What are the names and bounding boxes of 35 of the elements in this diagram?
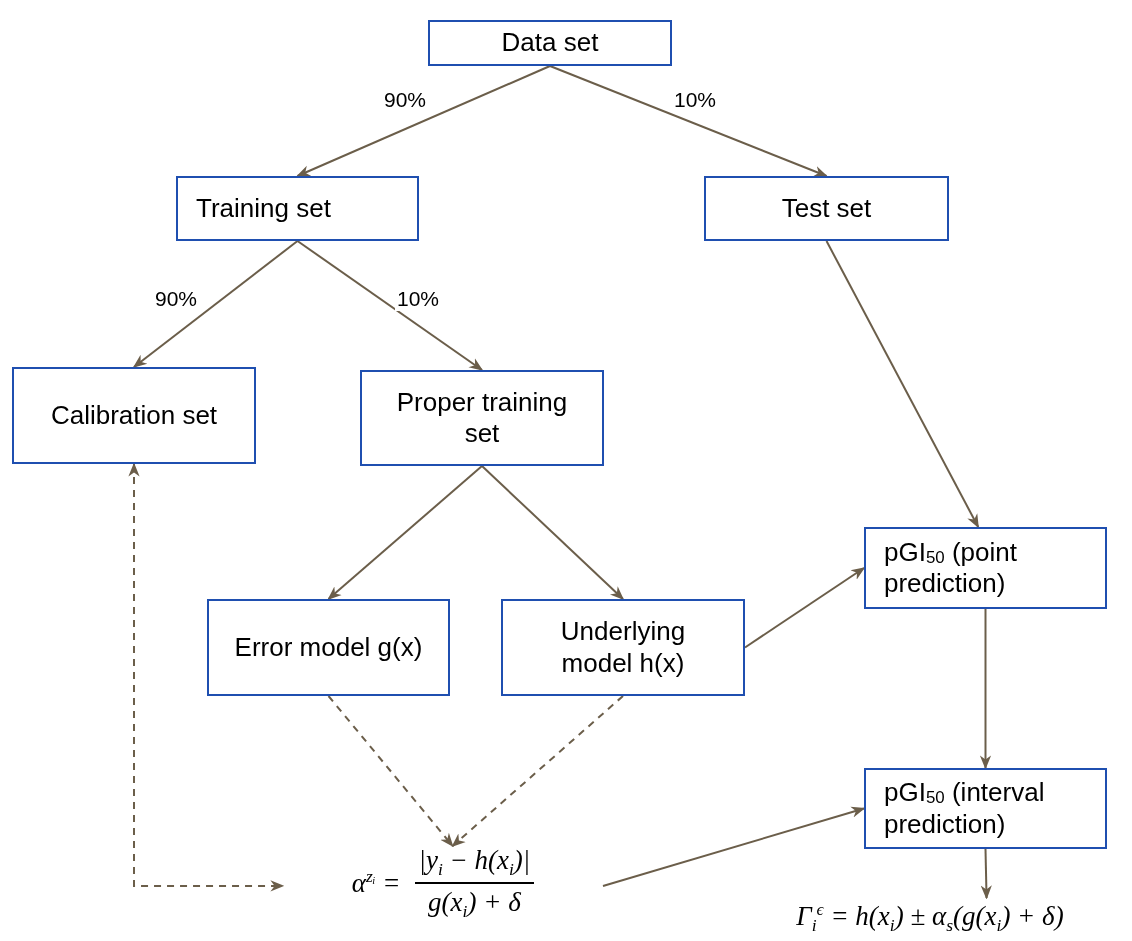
process-box bbox=[360, 370, 604, 466]
box-label: pGI$_{50}$ (point prediction) bbox=[884, 536, 1018, 600]
arrow bbox=[296, 65, 551, 177]
box-label: pGI$_{50}$ (interval prediction) bbox=[884, 777, 1046, 840]
fraction: |y$_{i}$ − h(x$_{i}$)| g(x$_{i}$) + δ bbox=[414, 843, 535, 923]
formula-text: Γ$_{i}$$^{ϵ}$ = h(x$_{i}$) ± α$_{s}$(g(x$_{i}$) + δ) bbox=[796, 899, 1064, 937]
arrow bbox=[132, 240, 299, 368]
box-label: Data set bbox=[501, 27, 599, 59]
arrow bbox=[744, 567, 866, 649]
dashed-arrow bbox=[128, 462, 285, 892]
dashed-arrow bbox=[327, 695, 454, 848]
arrow bbox=[980, 848, 992, 900]
box-label: Test set bbox=[781, 192, 872, 225]
arrow bbox=[481, 465, 624, 600]
process-box bbox=[12, 367, 256, 464]
process-box bbox=[864, 768, 1107, 849]
arrow bbox=[979, 608, 992, 770]
box-label: Calibration set bbox=[50, 399, 218, 432]
process-box bbox=[864, 527, 1107, 609]
process-box bbox=[207, 599, 450, 696]
dashed-arrow bbox=[451, 695, 624, 847]
arrow bbox=[549, 65, 828, 177]
box-label: Underlying model h(x) bbox=[559, 616, 687, 679]
process-box bbox=[501, 599, 745, 696]
box-label: Proper training set bbox=[395, 386, 569, 450]
formula-lhs: α$^{zᵢ}$ = bbox=[351, 866, 401, 900]
process-box bbox=[704, 176, 949, 241]
box-label: Error model g(x) bbox=[234, 631, 423, 664]
box-label: Training set bbox=[196, 192, 331, 225]
process-box bbox=[428, 20, 672, 66]
arrow bbox=[602, 806, 866, 887]
arrow bbox=[825, 240, 980, 529]
arrow bbox=[296, 240, 484, 371]
arrow bbox=[327, 465, 483, 600]
process-box bbox=[176, 176, 419, 241]
